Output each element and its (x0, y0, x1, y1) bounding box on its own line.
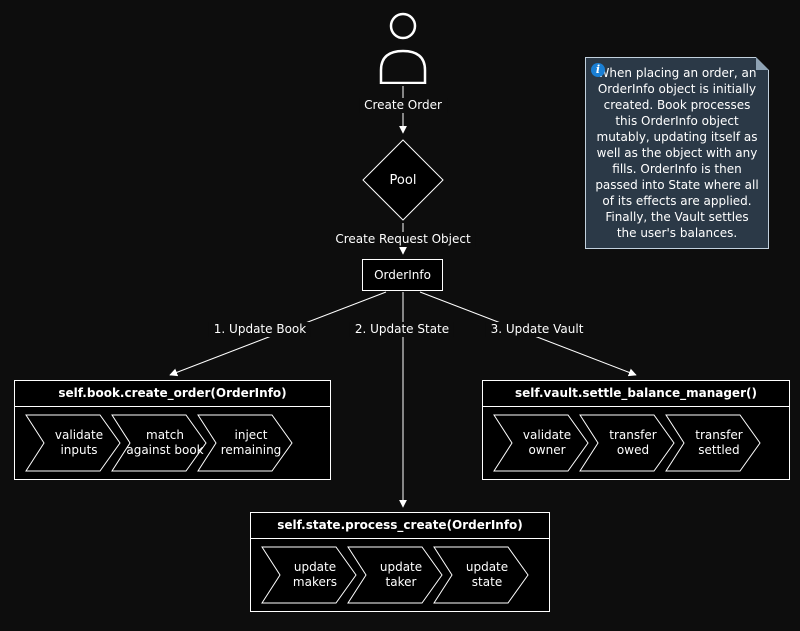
book-process-box: self.book.create_order(OrderInfo) valida… (14, 380, 331, 480)
state-process-body: update makers update taker update state (251, 539, 549, 604)
step-label: validate owner (522, 428, 572, 457)
step-chevron: validate inputs (25, 414, 121, 472)
step-label: transfer owed (609, 428, 657, 457)
note-text: When placing an order, an OrderInfo obje… (595, 66, 759, 240)
state-process-title: self.state.process_create(OrderInfo) (251, 513, 549, 539)
state-process-box: self.state.process_create(OrderInfo) upd… (250, 512, 550, 612)
vault-process-title: self.vault.settle_balance_manager() (483, 381, 789, 407)
user-actor-icon (378, 12, 428, 88)
step-label: transfer settled (695, 428, 743, 457)
pool-label: Pool (389, 172, 417, 188)
step-chevron: transfer owed (579, 414, 675, 472)
step-chevron: update state (433, 546, 529, 604)
vault-process-box: self.vault.settle_balance_manager() vali… (482, 380, 790, 480)
edge-label-update-vault: 3. Update Vault (485, 322, 589, 337)
edge-label-create-request-object: Create Request Object (330, 232, 476, 247)
step-label: update state (465, 560, 509, 589)
step-label: update makers (292, 560, 338, 589)
step-label: update taker (379, 560, 423, 589)
step-chevron: validate owner (493, 414, 589, 472)
vault-process-body: validate owner transfer owed transfer se… (483, 407, 789, 472)
step-chevron: match against book (111, 414, 207, 472)
edge-label-update-state: 2. Update State (349, 322, 455, 337)
step-chevron: update taker (347, 546, 443, 604)
edge-label-create-order: Create Order (359, 98, 447, 113)
step-label: match against book (126, 428, 204, 457)
step-chevron: inject remaining (197, 414, 293, 472)
edge-label-update-book: 1. Update Book (208, 322, 312, 337)
pool-decision-node: Pool (361, 138, 445, 222)
step-chevron: update makers (261, 546, 357, 604)
info-icon: i (591, 63, 605, 77)
explanation-note: i When placing an order, an OrderInfo ob… (585, 57, 769, 249)
orderinfo-node: OrderInfo (362, 259, 443, 291)
book-process-title: self.book.create_order(OrderInfo) (15, 381, 330, 407)
book-process-body: validate inputs match against book injec… (15, 407, 330, 472)
step-chevron: transfer settled (665, 414, 761, 472)
step-label: inject remaining (220, 428, 282, 457)
step-label: validate inputs (54, 428, 104, 457)
